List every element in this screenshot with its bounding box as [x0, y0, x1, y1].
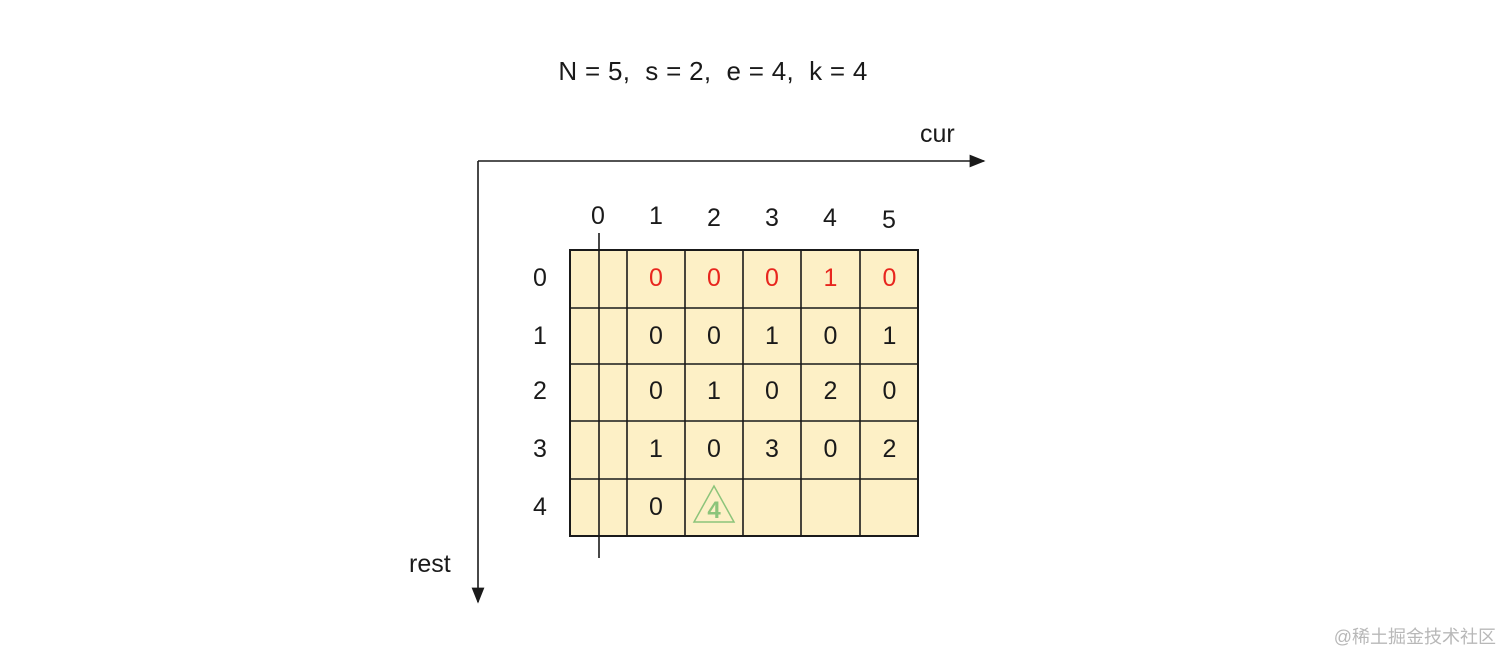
- cell-r1-c3: 1: [765, 322, 779, 350]
- cell-r3-c2: 0: [707, 435, 721, 463]
- cell-r3-c4: 0: [823, 435, 838, 463]
- cell-r0-c5: 0: [882, 264, 897, 292]
- cell-r3-c3: 3: [765, 435, 779, 463]
- cell-r0-c1: 0: [649, 264, 663, 292]
- cell-r2-c3: 0: [765, 377, 779, 405]
- row-header-1: 1: [533, 322, 547, 350]
- cell-r1-c2: 0: [707, 322, 721, 350]
- cell-r4-c1: 0: [649, 493, 663, 521]
- parameters-text: N = 5, s = 2, e = 4, k = 4: [558, 56, 868, 86]
- column-header-0: 0: [591, 202, 605, 230]
- column-header-5: 5: [882, 206, 896, 234]
- row-header-3: 3: [533, 435, 547, 463]
- cell-r3-c5: 2: [882, 435, 897, 463]
- target-cell-value: 4: [707, 497, 721, 524]
- cell-r0-c2: 0: [707, 264, 721, 292]
- cell-r2-c4: 2: [823, 377, 838, 405]
- cell-r2-c2: 1: [707, 377, 721, 405]
- cell-r2-c5: 0: [882, 377, 897, 405]
- column-header-2: 2: [707, 204, 721, 232]
- cell-r0-c4: 1: [823, 264, 838, 292]
- cell-r1-c5: 1: [882, 322, 897, 350]
- cell-r3-c1: 1: [649, 435, 663, 463]
- column-header-1: 1: [649, 202, 663, 230]
- triangle-icon: [692, 484, 736, 523]
- row-header-4: 4: [533, 493, 547, 521]
- cell-r0-c3: 0: [765, 264, 779, 292]
- column-header-3: 3: [765, 204, 779, 232]
- row-header-2: 2: [533, 377, 547, 405]
- y-axis-label: rest: [409, 550, 451, 578]
- cell-r1-c4: 0: [823, 322, 838, 350]
- cell-r1-c1: 0: [649, 322, 663, 350]
- x-axis-label: cur: [920, 120, 955, 148]
- row-header-0: 0: [533, 264, 547, 292]
- watermark: @稀土掘金技术社区: [1333, 627, 1496, 647]
- cell-r2-c1: 0: [649, 377, 663, 405]
- column-header-4: 4: [823, 204, 837, 232]
